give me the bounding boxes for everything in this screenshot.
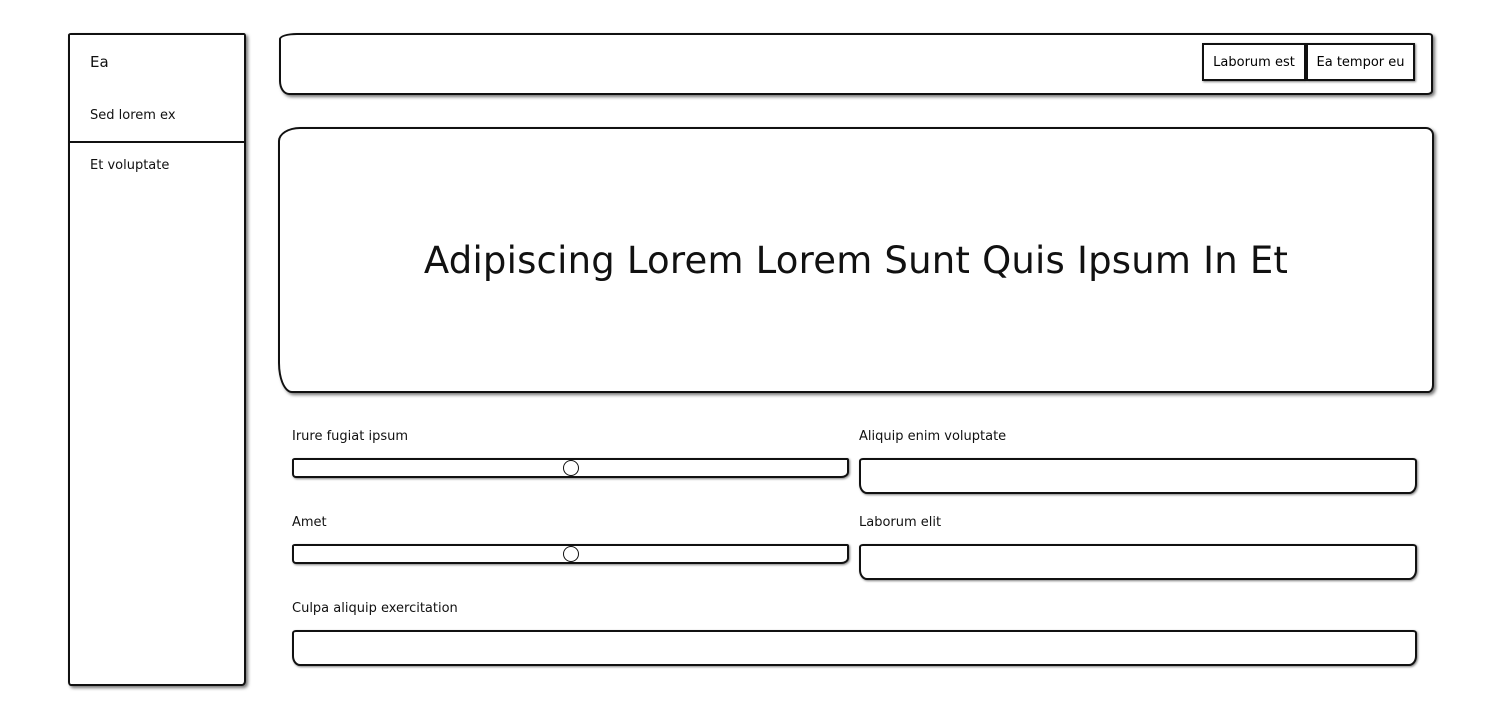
hero-heading: Adipiscing Lorem Lorem Sunt Quis Ipsum I… (423, 238, 1289, 282)
input3-label: Culpa aliquip exercitation (292, 601, 458, 616)
sidebar-item-sed-lorem-ex[interactable]: Sed lorem ex (90, 108, 176, 123)
top-navigation-bar: Laborum est Ea tempor eu (279, 33, 1433, 95)
slider-thumb[interactable] (562, 546, 579, 562)
sidebar-item-et-voluptate[interactable]: Et voluptate (90, 158, 170, 173)
slider1-label: Irure fugiat ipsum (292, 429, 409, 444)
culpa-aliquip-exercitation-input[interactable] (292, 630, 1417, 666)
slider2-label: Amet (292, 515, 327, 530)
sidebar-divider (70, 141, 244, 143)
input2-label: Laborum elit (859, 515, 942, 530)
amet-slider[interactable] (292, 544, 849, 564)
hero-banner: Adipiscing Lorem Lorem Sunt Quis Ipsum I… (278, 127, 1434, 393)
aliquip-enim-voluptate-input[interactable] (859, 458, 1417, 494)
slider-thumb[interactable] (562, 460, 579, 476)
ea-tempor-eu-button[interactable]: Ea tempor eu (1306, 43, 1415, 81)
irure-fugiat-ipsum-slider[interactable] (292, 458, 849, 478)
sidebar-title: Ea (90, 53, 109, 71)
laborum-est-button[interactable]: Laborum est (1202, 43, 1306, 81)
sidebar: Ea Sed lorem ex Et voluptate (68, 33, 246, 686)
laborum-elit-input[interactable] (859, 544, 1417, 580)
input1-label: Aliquip enim voluptate (859, 429, 1007, 444)
